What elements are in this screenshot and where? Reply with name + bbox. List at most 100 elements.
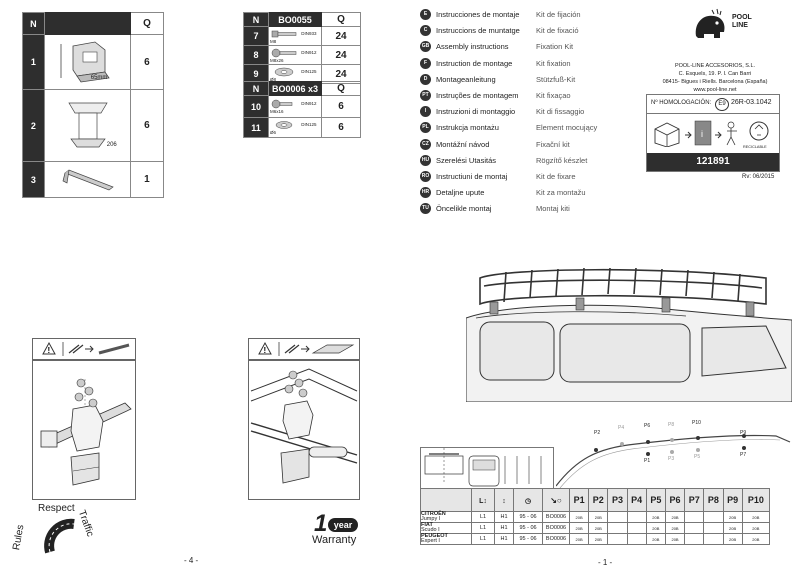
col-p7: P7 (684, 488, 705, 512)
point-value-cell: 20B (568, 511, 590, 523)
language-code-badge: HU (420, 154, 431, 166)
language-kit-name: Stützfuß-Kit (536, 74, 576, 84)
language-title: Detaljne upute (436, 188, 485, 198)
vehicle-measure-drawing (424, 448, 542, 487)
allen-key-image (62, 169, 115, 190)
point-value-cell (703, 511, 724, 523)
parts-row-q: 6 (129, 34, 165, 90)
col-p3: P3 (607, 488, 628, 512)
language-title: Instrukcja montażu (436, 123, 499, 133)
point-value-cell: 20B (741, 522, 771, 534)
language-kit-name: Kit di fissaggio (536, 107, 585, 117)
language-code-badge: RO (420, 171, 431, 182)
kit-row-spec: DIN912 M6x16 (270, 101, 317, 114)
roof-profile-drawing (555, 434, 791, 489)
point-value-cell: 20B (664, 522, 686, 534)
svg-text:!: ! (264, 346, 267, 355)
company-address1: C. Esquels, 19. P. I. Can Barri (678, 71, 752, 77)
language-code-badge: D (420, 73, 431, 85)
step-header-bar: ! (32, 338, 136, 360)
kit-row-q: 24 (321, 26, 361, 46)
mounting-bracket-image (68, 102, 108, 147)
parts-row-q: 1 (129, 161, 165, 198)
respect-traffic-logo: Respect Rules Traffic (11, 502, 95, 556)
years-cell: 95 - 06 (513, 522, 543, 534)
language-kit-name: Kit fixation (536, 58, 571, 68)
language-title: Szerelési Utasitás (436, 155, 497, 165)
company-address2: 08415- Bigues i Riells. Barcelona (Españ… (662, 79, 768, 85)
kit-row-spec: DIN912 M8x26 (270, 49, 317, 63)
revision: Rv: 06/2015 (742, 174, 775, 180)
parts-row-image (43, 161, 131, 198)
bolt-icon (271, 30, 297, 37)
road-logo-icon (44, 518, 75, 554)
point-value-cell: 20B (722, 522, 743, 534)
language-title: Montážní návod (436, 139, 490, 149)
step-icons-tray: ! (258, 341, 355, 356)
point-value-cell: 20B (664, 533, 686, 545)
bar-mounting-illustration (32, 360, 136, 500)
language-kit-name: Kit de fijación (536, 10, 581, 19)
washer-icon (275, 121, 293, 129)
language-code-badge: C (420, 25, 431, 37)
kit-row-n: 11 (243, 117, 269, 138)
point-label: P1 (644, 458, 651, 464)
parts-header-q: Q (129, 12, 165, 35)
front-window (701, 325, 787, 377)
company-address: POOL-LINE ACCESORIOS, S.L. C. Esquels, 1… (640, 62, 790, 94)
kit-header-n: N (243, 81, 269, 96)
point-value-cell (607, 533, 628, 545)
language-code-badge: PT (420, 90, 431, 101)
parts-header-image (43, 12, 131, 35)
box-icon (654, 122, 680, 147)
language-code-badge: I (420, 106, 431, 118)
col-vehicle (420, 488, 472, 512)
point-value-cell (703, 533, 724, 545)
washer-icon (274, 67, 294, 76)
point-value-cell: 20B (741, 533, 771, 545)
tray-foot-drawing (250, 368, 358, 484)
recycle-icon (749, 121, 769, 141)
point-value-cell (607, 522, 628, 534)
point-value-cell: 20B (722, 533, 743, 545)
parts-row-image: 206 (43, 89, 131, 162)
col-p8: P8 (703, 488, 724, 512)
years-cell: 95 - 06 (513, 533, 543, 545)
language-code-badge: TU (420, 203, 431, 215)
warranty-number: 1 (314, 510, 328, 537)
point-label: P7 (740, 452, 747, 458)
col-years: ◷ (513, 488, 543, 512)
step-icons-bar: ! (42, 341, 130, 356)
measurement-diagram (420, 447, 554, 491)
point-value-cell: 20B (645, 533, 666, 545)
kit-row-spec: DIN125 Ø6 (270, 122, 317, 135)
length-cell: L1 (471, 533, 495, 545)
kit-row-q: 24 (321, 45, 361, 65)
kit-cell: BO0006 (542, 511, 570, 523)
point-value-cell: 20B (722, 511, 743, 523)
point-value-cell (703, 522, 724, 534)
side-window (559, 323, 691, 383)
homologation-number: 26R-03.1042 (731, 99, 772, 106)
van-illustration (465, 258, 793, 403)
point-value-cell: 20B (741, 511, 771, 523)
logo-respect: Respect (38, 503, 75, 514)
language-kit-name: Fixační kit (536, 139, 570, 149)
point-label: P3 (668, 456, 675, 462)
kit-header-n: N (243, 12, 269, 27)
point-value-cell: 20B (645, 522, 666, 534)
kit-row-spec: DIN125 Ø8 (270, 68, 317, 82)
point-value-cell: 20B (588, 511, 609, 523)
application-table: L↕ ↕ ◷ ↘○ P1 P2 P3 P4 P5 P6 P7 P8 P9 P10… (420, 488, 771, 545)
point-label: P9 (740, 430, 747, 436)
kit-code: BO0055 (268, 12, 322, 27)
language-kit-name: Montaj kiti (536, 204, 570, 214)
language-kit-name: Element mocujący (536, 123, 598, 133)
col-p4: P4 (626, 488, 647, 512)
language-code-badge: F (420, 57, 431, 69)
